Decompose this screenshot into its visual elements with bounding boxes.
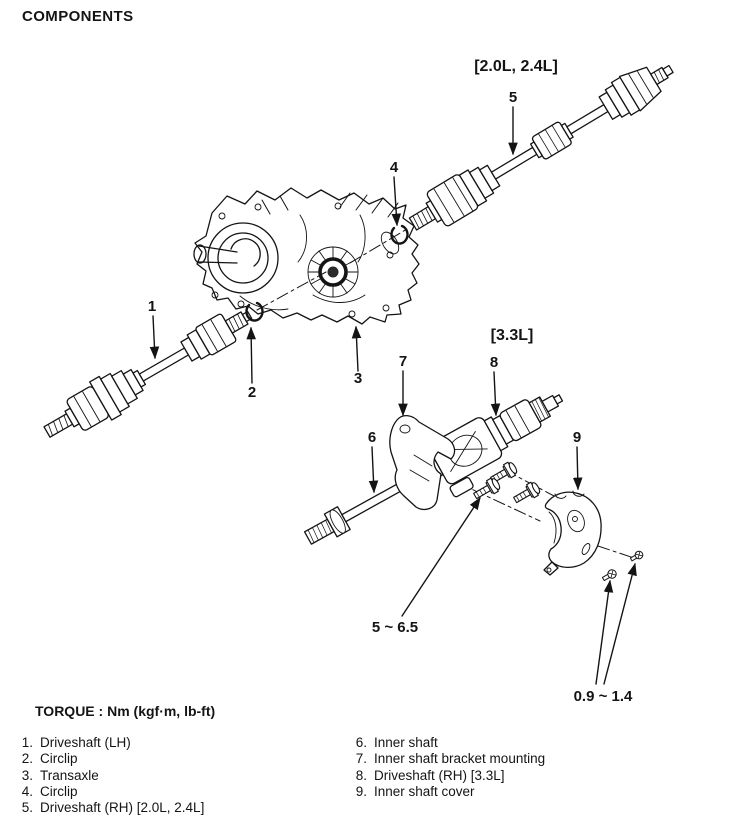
part-number: 2. [21, 751, 33, 767]
parts-list-right: 6. Inner shaft 7. Inner shaft bracket mo… [350, 735, 545, 800]
inner-shaft-bracket-drawing [389, 415, 456, 511]
part-number: 9. [355, 783, 367, 799]
part-item-1: 1. Driveshaft (LH) [16, 735, 204, 751]
part-label: Circlip [40, 783, 78, 799]
part-item-5: 5. Driveshaft (RH) [2.0L, 2.4L] [16, 800, 205, 816]
part-label: Transaxle [40, 767, 99, 783]
mounting-bolts-drawing [473, 461, 541, 504]
part-item-9: 9. Inner shaft cover [350, 784, 545, 800]
part-number: 7. [355, 751, 367, 767]
parts-list-left: 1. Driveshaft (LH) 2. Circlip 3. Transax… [16, 735, 205, 816]
transaxle-drawing [193, 187, 420, 325]
part-label: Inner shaft bracket mounting [374, 751, 546, 767]
callout-6: 6 [368, 429, 376, 446]
driveshaft-rh-20-24-drawing [408, 64, 674, 231]
inner-shaft-cover-drawing [543, 490, 602, 576]
part-number: 3. [21, 767, 33, 783]
circlip-2-drawing [245, 301, 264, 322]
callout-7: 7 [399, 353, 407, 370]
part-number: 8. [355, 767, 367, 783]
callout-1: 1 [148, 298, 156, 315]
part-label: Driveshaft (LH) [40, 735, 131, 750]
part-item-8: 8. Driveshaft (RH) [3.3L] [350, 768, 545, 784]
callout-5: 5 [509, 89, 517, 106]
callout-3: 3 [354, 370, 362, 387]
part-item-2: 2. Circlip [16, 751, 204, 767]
part-label: Driveshaft (RH) [3.3L] [374, 767, 505, 783]
callout-2: 2 [248, 384, 256, 401]
callout-9: 9 [573, 429, 581, 446]
part-number: 5. [21, 800, 33, 816]
part-label: Inner shaft cover [374, 783, 475, 799]
part-item-4: 4. Circlip [16, 784, 204, 800]
torque-note: TORQUE : Nm (kgf·m, lb-ft) [35, 703, 216, 719]
callout-8: 8 [490, 354, 498, 371]
circlip-4-drawing [390, 224, 409, 245]
part-label: Driveshaft (RH) [2.0L, 2.4L] [40, 800, 205, 816]
part-item-3: 3. Transaxle [16, 768, 204, 784]
engine-variant-label-bottom: [3.3L] [491, 327, 534, 344]
torque-value-screws: 0.9 ~ 1.4 [574, 688, 633, 705]
callout-4: 4 [390, 159, 399, 176]
part-item-6: 6. Inner shaft [350, 735, 545, 751]
callout-leaders [149, 106, 637, 685]
part-item-7: 7. Inner shaft bracket mounting [350, 751, 545, 767]
page-title: COMPONENTS [22, 8, 134, 25]
torque-value-bolts: 5 ~ 6.5 [372, 619, 418, 636]
cover-screws-drawing [601, 550, 644, 582]
part-number: 6. [355, 735, 367, 750]
part-label: Circlip [40, 751, 78, 767]
engine-variant-label-top: [2.0L, 2.4L] [474, 58, 558, 75]
driveshaft-lh-drawing [43, 310, 253, 438]
part-label: Inner shaft [374, 735, 438, 750]
part-number: 1. [21, 735, 33, 750]
part-number: 4. [21, 783, 33, 799]
